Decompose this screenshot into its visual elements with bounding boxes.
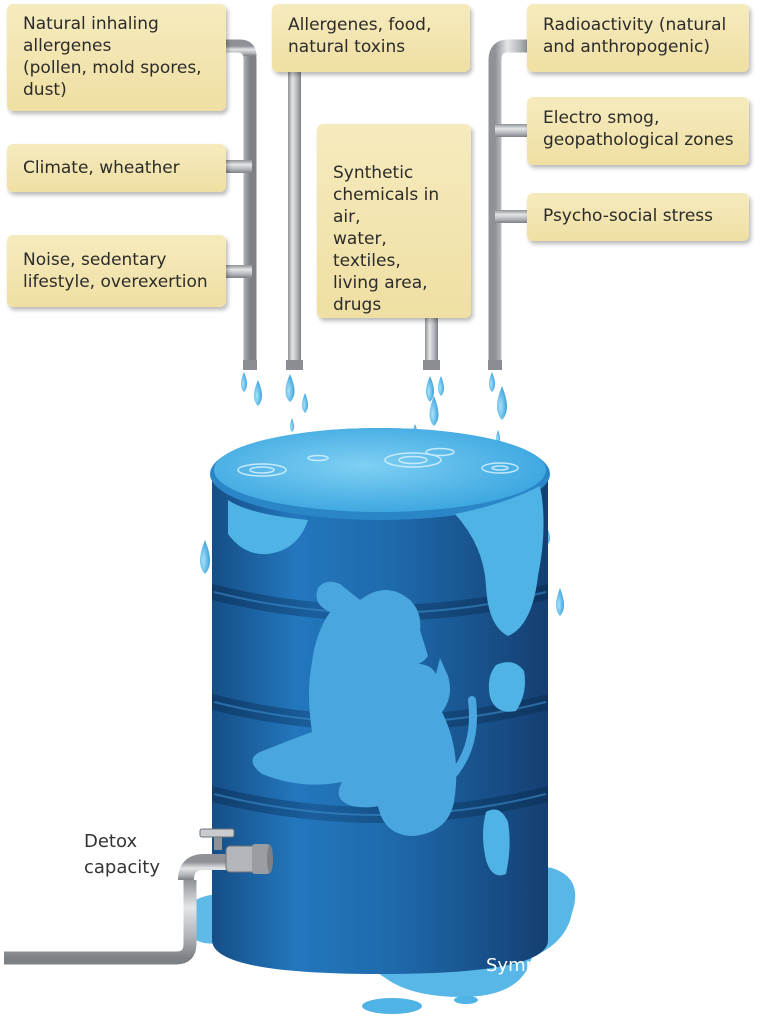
box-psycho-social-stress: Psycho-social stress: [527, 193, 749, 241]
box-natural-inhaling-allergenes: Natural inhaling allergenes (pollen, mol…: [7, 4, 226, 111]
box-climate: Climate, wheather: [7, 144, 226, 192]
box-noise: Noise, sedentary lifestyle, overexertion: [7, 235, 226, 307]
symptoms-label: Symptoms: [486, 955, 583, 976]
tap-icon: [4, 828, 273, 965]
detox-capacity-label: Detox capacity: [84, 831, 160, 878]
dog-cat-silhouette-icon: [252, 581, 477, 836]
box-allergenes-food: Allergenes, food, natural toxins: [272, 4, 470, 72]
box-electro-smog: Electro smog, geopathological zones: [527, 97, 749, 165]
box-synthetic-chemicals: Synthetic chemicals in air, water, texti…: [317, 124, 471, 318]
pipe-icon: [226, 39, 530, 370]
box-radioactivity: Radioactivity (natural and anthropogenic…: [527, 4, 749, 72]
